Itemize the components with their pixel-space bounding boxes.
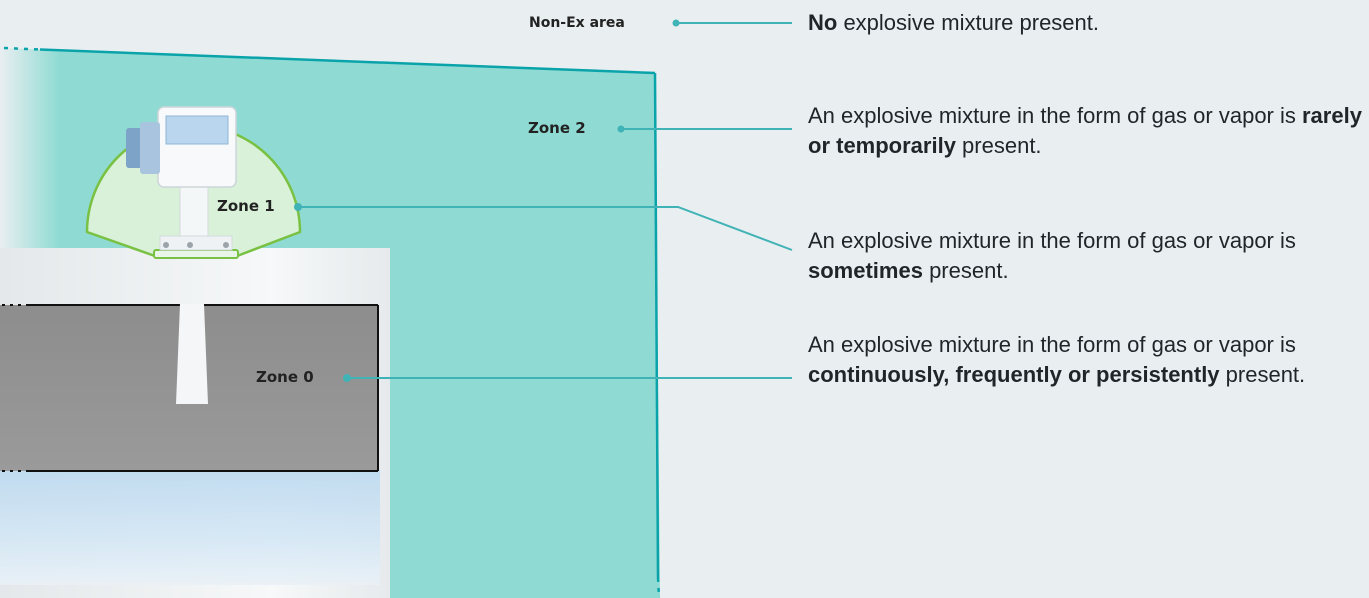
zone2-description: An explosive mixture in the form of gas … [808,101,1368,161]
sensor-bolt [223,242,229,248]
description-emphasis: sometimes [808,258,923,283]
zone1-description: An explosive mixture in the form of gas … [808,226,1368,286]
sensor-probe [176,304,208,404]
description-emphasis: continuously, frequently or persistently [808,362,1220,387]
description-emphasis: rarely or temporarily [808,103,1362,158]
zone2-label: Zone 2 [528,119,586,137]
zone2-border-top [39,48,656,75]
sensor-side-module-front [140,122,160,174]
zone2-border-right [653,72,660,579]
zone1-leader-line [298,206,793,251]
sensor-foot [159,235,233,251]
zone1-label: Zone 1 [217,197,275,215]
description-emphasis: No [808,10,838,35]
description-text: present. [1219,362,1306,387]
sensor-bolt [163,242,169,248]
sensor-display [165,115,229,145]
zone0-description: An explosive mixture in the form of gas … [808,330,1368,390]
non-ex-label: Non-Ex area [529,15,625,31]
description-text: An explosive mixture in the form of gas … [808,228,1296,253]
sensor-bolt [187,242,193,248]
description-text: An explosive mixture in the form of gas … [808,103,1302,128]
zone2-border-top-dotted [3,46,41,51]
zone0-label: Zone 0 [256,368,314,386]
tank-liquid [0,470,380,585]
description-text: An explosive mixture in the form of gas … [808,332,1296,357]
description-text: present. [955,133,1042,158]
description-text: explosive mixture present. [837,10,1099,35]
zone2-border-bottom-dotted [656,577,661,598]
description-text: present. [922,258,1009,283]
non-ex-description: No explosive mixture present. [808,8,1368,38]
sensor-base-plate [153,249,239,259]
